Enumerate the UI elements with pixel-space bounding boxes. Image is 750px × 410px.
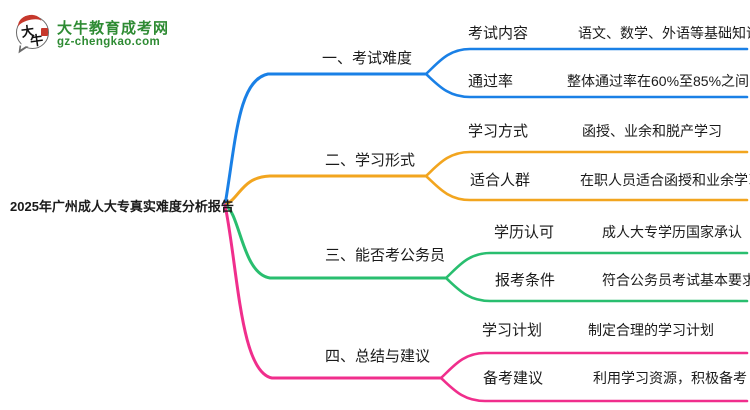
branch3-child2-label: 报考条件	[495, 272, 556, 289]
site-url: gz-chengkao.com	[57, 36, 161, 48]
site-logo: 大 牛 大牛教育成考网 gz-chengkao.com	[16, 12, 236, 57]
branch3-child1-value: 成人大专学历国家承认	[602, 224, 742, 240]
branch1-child1-label: 考试内容	[468, 25, 529, 42]
branch4-title: 四、总结与建议	[325, 348, 431, 365]
red-seal-icon	[41, 28, 48, 36]
branch3-child1-line	[444, 251, 749, 280]
branch3-child1-label: 学历认可	[494, 224, 555, 241]
branch1-child1-line	[424, 47, 749, 76]
branch1-title: 一、考试难度	[322, 50, 413, 67]
branch1-child2-label: 通过率	[468, 73, 514, 90]
branch2-title: 二、学习形式	[325, 152, 416, 169]
branch2-child2-value: 在职人员适合函授和业余学习	[580, 172, 750, 188]
site-name: 大牛教育成考网	[57, 20, 170, 37]
branch2-main-line	[223, 174, 428, 207]
daniu-speech-bubble-icon: 大 牛	[16, 12, 49, 49]
branch4-child1-label: 学习计划	[482, 322, 543, 339]
branch4-child1-value: 制定合理的学习计划	[588, 322, 714, 338]
branch4-child2-line	[439, 376, 749, 403]
branch2-child2-line	[424, 174, 749, 202]
branch2-child1-line	[424, 150, 749, 178]
branch3-child2-value: 符合公务员考试基本要求	[602, 272, 750, 288]
branch1-child2-value: 整体通过率在60%至85%之间	[567, 73, 750, 89]
branch1-child2-line	[424, 72, 749, 99]
branch1-main-line	[223, 72, 428, 207]
branch2-child1-value: 函授、业余和脱产学习	[582, 123, 722, 139]
branch4-child1-line	[439, 351, 749, 380]
branch3-main-line	[223, 203, 448, 280]
branch3-title: 三、能否考公务员	[325, 247, 446, 264]
branch4-child2-label: 备考建议	[483, 370, 544, 387]
branch4-child2-value: 利用学习资源，积极备考	[593, 370, 747, 386]
branch4-main-line	[223, 203, 443, 380]
branch2-child1-label: 学习方式	[468, 123, 529, 140]
root-node-title: 2025年广州成人大专真实难度分析报告	[10, 199, 234, 214]
branch2-child2-label: 适合人群	[470, 172, 531, 189]
branch3-child2-line	[444, 276, 749, 303]
branch1-child1-value: 语文、数学、外语等基础知识	[578, 25, 750, 41]
